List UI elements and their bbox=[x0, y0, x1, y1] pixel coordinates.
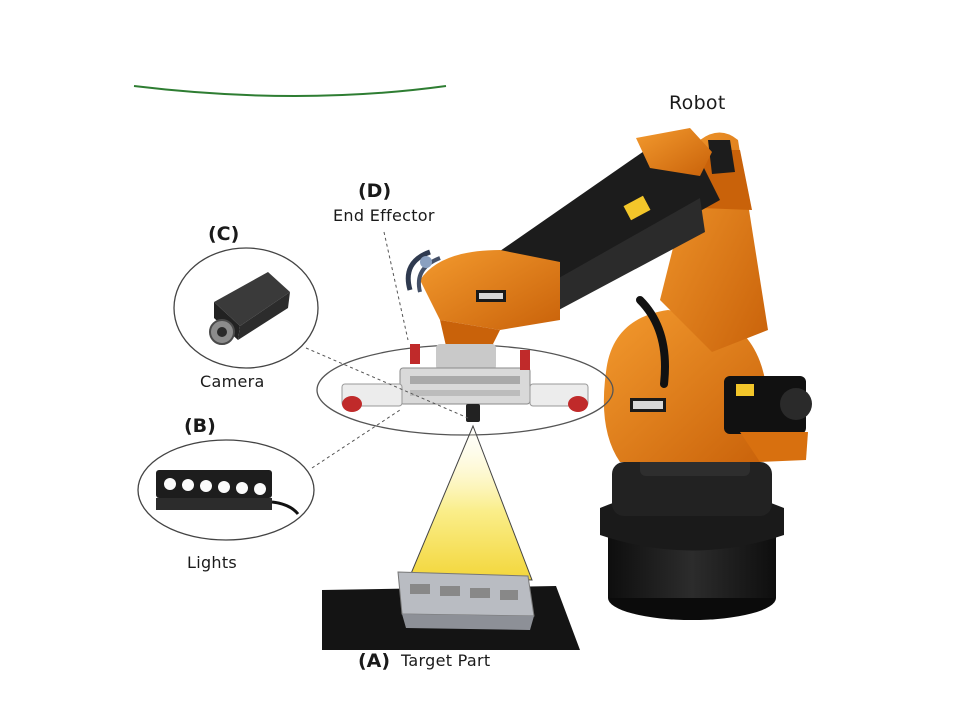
camera-label: Camera bbox=[200, 372, 265, 391]
decorative-green-arc bbox=[133, 85, 447, 97]
target-letter: (A) bbox=[358, 650, 391, 672]
end-effector bbox=[316, 344, 614, 436]
target-part bbox=[322, 571, 580, 650]
robot-label: Robot bbox=[669, 92, 726, 114]
lights-label: Lights bbox=[187, 553, 238, 572]
lights-connector-line bbox=[311, 409, 401, 469]
camera-callout bbox=[173, 247, 319, 369]
end-effector-connector-line bbox=[383, 231, 409, 341]
camera-light-beam bbox=[409, 424, 533, 581]
target-label: Target Part bbox=[401, 651, 491, 670]
robot-arm bbox=[405, 128, 812, 620]
lights-letter: (B) bbox=[184, 415, 216, 437]
camera-letter: (C) bbox=[208, 223, 240, 245]
lights-callout bbox=[137, 439, 315, 541]
end-effector-letter: (D) bbox=[358, 180, 392, 202]
end-effector-label: End Effector bbox=[333, 206, 435, 225]
